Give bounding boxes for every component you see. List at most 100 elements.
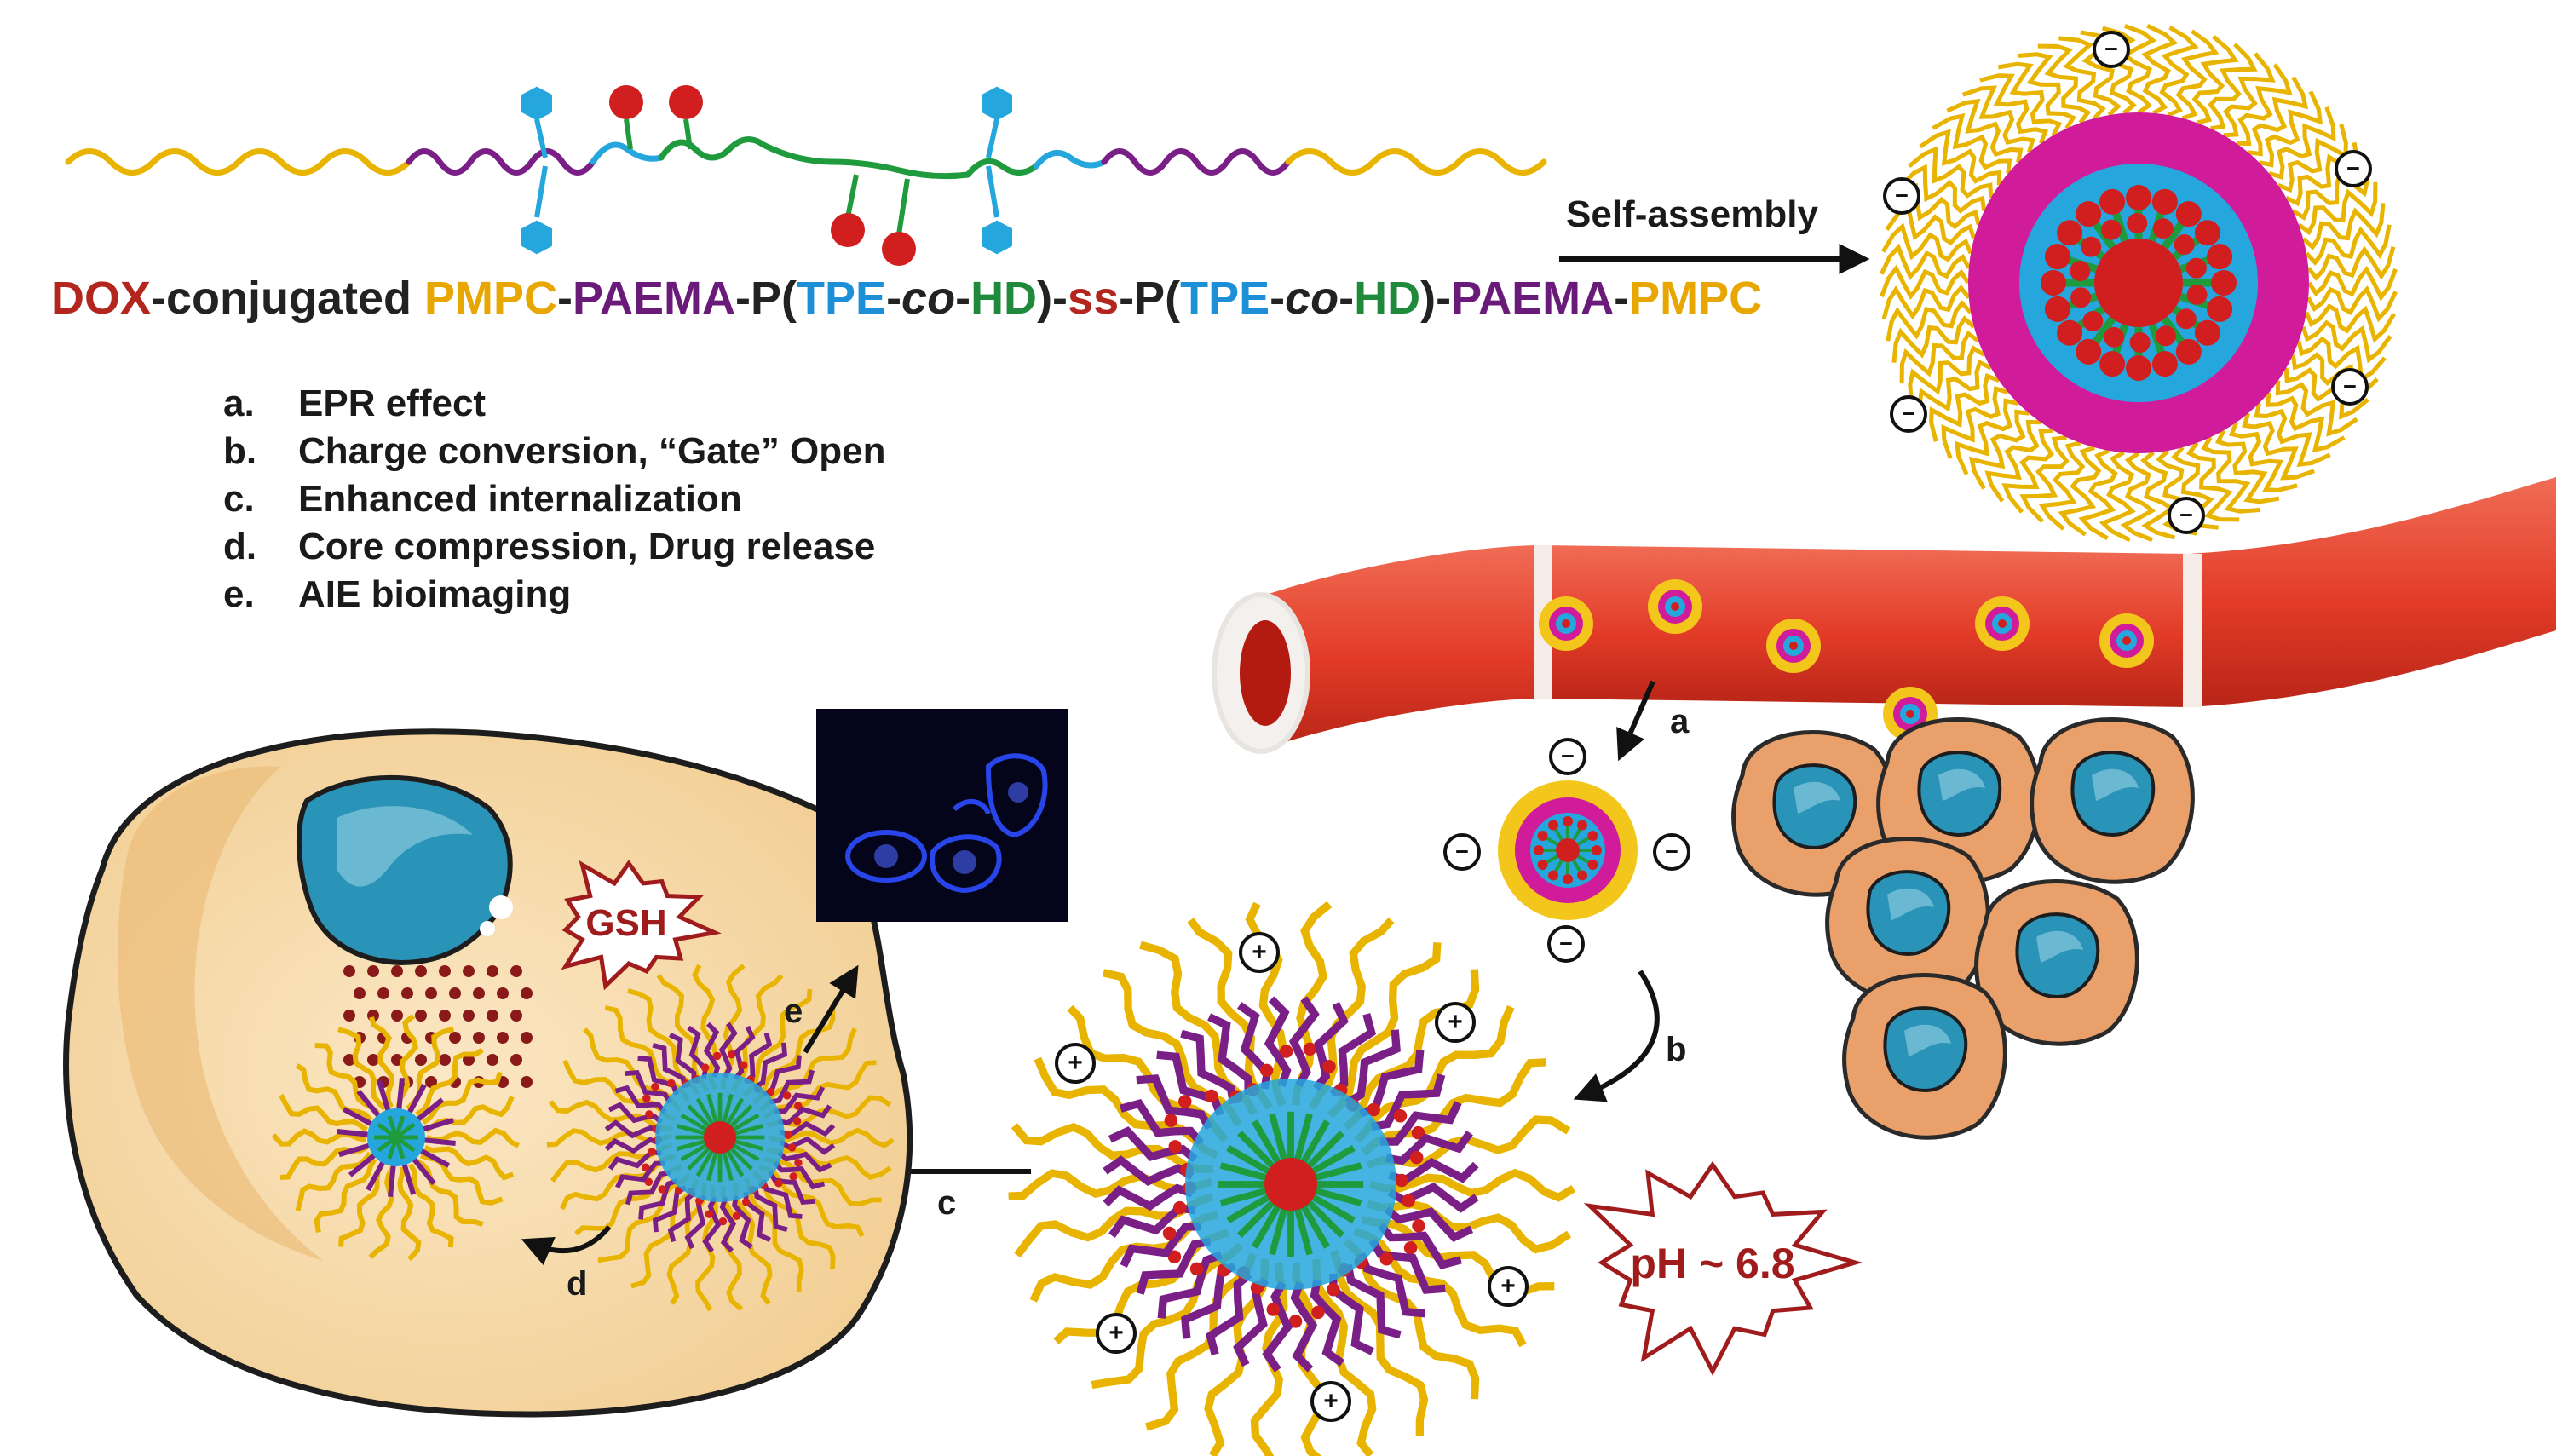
self-assembly-label: Self-assembly xyxy=(1566,193,1818,235)
arrow-a xyxy=(1616,680,1655,762)
step-key: d. xyxy=(223,526,256,567)
arrow-b-label: b xyxy=(1666,1031,1686,1068)
paema-left-segment xyxy=(406,148,596,176)
caption-segment: TPE xyxy=(1180,273,1270,324)
charge-badge: − xyxy=(2168,497,2205,534)
hd-left-segment xyxy=(658,136,767,161)
cell-shading xyxy=(118,766,324,1261)
caption-segment: -P( xyxy=(735,273,797,324)
svg-text:+: + xyxy=(1500,1272,1515,1300)
svg-text:−: − xyxy=(1895,182,1909,208)
caption-segment: HD xyxy=(1354,273,1420,324)
micelle-corona xyxy=(1879,23,2398,543)
charge-badge: − xyxy=(1443,833,1481,871)
tumor-cell xyxy=(1842,973,2007,1140)
tpe-hexagon xyxy=(521,86,552,121)
caption-segment: HD xyxy=(970,273,1037,324)
caption-segment: )- xyxy=(1420,273,1451,324)
cell-membrane xyxy=(63,728,913,1418)
step-key: e. xyxy=(223,573,255,615)
charge-badge: − xyxy=(1890,395,1927,433)
arrow-d-label: d xyxy=(567,1265,587,1303)
svg-text:+: + xyxy=(1448,1008,1462,1036)
svg-text:−: − xyxy=(1902,400,1915,426)
circulating-micelles xyxy=(1539,579,2154,741)
charge-badge: − xyxy=(2331,368,2369,406)
micelle-core xyxy=(2094,239,2183,327)
pmpc-right-segment xyxy=(1285,148,1547,176)
caption-segment: PAEMA xyxy=(573,273,735,324)
small-micelle-negative-charges: − − − − xyxy=(1443,738,1690,963)
arrow-c-label: c xyxy=(937,1184,956,1222)
svg-text:−: − xyxy=(2346,155,2360,181)
internalized-micelle xyxy=(546,964,895,1312)
charge-badge: − xyxy=(2335,150,2372,187)
tpe-side-groups xyxy=(521,86,1012,255)
released-dox xyxy=(343,965,533,1088)
svg-text:+: + xyxy=(1252,938,1266,966)
large-micelle: − − − − − − xyxy=(1879,23,2398,543)
step-text: Enhanced internalization xyxy=(298,478,742,520)
tpe-hexagon xyxy=(521,220,552,255)
blood-vessel xyxy=(1212,477,2556,754)
vessel-lumen xyxy=(1240,620,1291,726)
cell-nucleus xyxy=(296,774,513,966)
step-text: Charge conversion, “Gate” Open xyxy=(298,430,886,472)
vessel-wall-joint xyxy=(2183,554,2202,707)
micelle-drug-layer xyxy=(2041,185,2237,381)
ph-label: pH ~ 6.8 xyxy=(1630,1240,1794,1287)
step-key: b. xyxy=(223,430,256,472)
charge-badge: − xyxy=(1549,738,1586,775)
caption-segment: - xyxy=(955,273,970,324)
gsh-starburst xyxy=(561,860,723,991)
charge-badge: + xyxy=(1310,1381,1351,1422)
svg-text:−: − xyxy=(1559,930,1573,956)
dox-ball xyxy=(882,232,916,266)
caption-segment: TPE xyxy=(797,273,886,324)
charge-badge: + xyxy=(1096,1313,1137,1354)
vessel-left-segment xyxy=(1261,545,1542,750)
hd-right-segment xyxy=(964,158,1039,178)
caption-segment: PMPC xyxy=(1629,273,1762,324)
svg-text:−: − xyxy=(2179,502,2193,527)
step-text: AIE bioimaging xyxy=(298,573,571,615)
polymer-caption: DOX-conjugated PMPC-PAEMA-P(TPE-co-HD)-s… xyxy=(51,273,1762,324)
tpe-hexagon xyxy=(982,220,1012,255)
tumor-cell xyxy=(2030,717,2195,884)
caption-segment: - xyxy=(1270,273,1285,324)
arrow-b xyxy=(1573,970,1660,1102)
dox-ball xyxy=(669,85,703,119)
dox-ball xyxy=(831,213,865,247)
svg-text:−: − xyxy=(1665,838,1678,864)
caption-segment: PAEMA xyxy=(1451,273,1614,324)
arrow-d xyxy=(521,1225,612,1266)
arrow-e-label: e xyxy=(784,993,803,1030)
vessel-middle-segment xyxy=(1542,545,2190,707)
svg-text:−: − xyxy=(2104,36,2118,61)
step-text: EPR effect xyxy=(298,383,486,424)
pmpc-left-segment xyxy=(65,148,412,176)
caption-segment: co xyxy=(1285,273,1339,324)
svg-text:−: − xyxy=(1455,838,1469,864)
ph-starburst: pH ~ 6.8 xyxy=(1583,1160,1863,1376)
paema-right-segment xyxy=(1101,148,1292,176)
vessel-right-segment xyxy=(2190,477,2556,707)
tpe-hexagon xyxy=(982,86,1012,121)
svg-text:+: + xyxy=(1108,1319,1123,1347)
small-micelle-negative: − − − − xyxy=(1443,738,1690,963)
caption-segment: ss xyxy=(1068,273,1119,324)
caption-segment: PMPC xyxy=(424,273,557,324)
caption-segment: -conjugated xyxy=(151,273,424,324)
caption-segment: - xyxy=(1339,273,1354,324)
dox-side-groups xyxy=(609,85,916,266)
micelle-negative-charges: − − − − − − xyxy=(1883,31,2372,534)
charge-badge: − xyxy=(1547,925,1585,963)
compressed-micelle xyxy=(271,1014,520,1262)
tpe-hd-right-segment xyxy=(1033,149,1108,170)
caption-segment: - xyxy=(886,273,901,324)
charge-badge: + xyxy=(1488,1266,1529,1307)
charge-converted-micelle: ++++++ xyxy=(1008,901,1576,1456)
aie-fluorescence-image xyxy=(816,709,1068,922)
